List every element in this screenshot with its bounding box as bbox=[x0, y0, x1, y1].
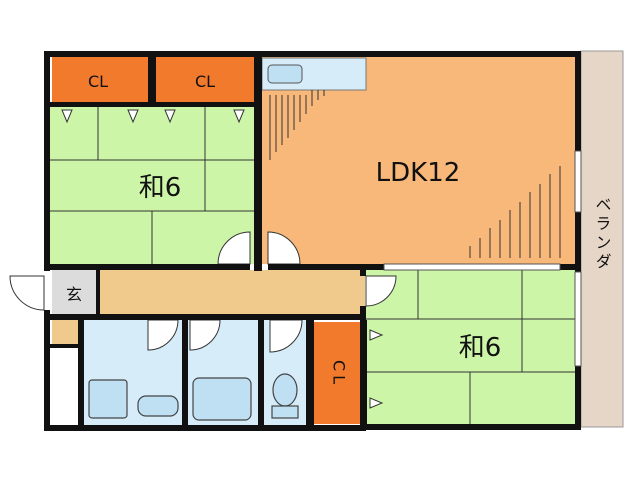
label-closet-vertical: CL bbox=[330, 360, 349, 388]
toilet-tank bbox=[271, 405, 299, 419]
tatami-lines-left bbox=[50, 104, 259, 264]
door-washitsu-left bbox=[217, 231, 251, 265]
toilet-bowl bbox=[272, 373, 298, 407]
door-entrance bbox=[9, 275, 45, 311]
door-swings bbox=[9, 231, 397, 353]
door-bathroom bbox=[189, 319, 221, 351]
washing-machine bbox=[88, 379, 128, 419]
tatami-lines-right bbox=[366, 270, 576, 425]
balcony bbox=[580, 50, 624, 428]
label-ldk: LDK12 bbox=[376, 158, 461, 188]
wash-basin bbox=[137, 395, 179, 417]
door-ldk bbox=[267, 231, 301, 265]
label-washitsu-left: 和6 bbox=[139, 173, 182, 203]
window-frames bbox=[383, 150, 582, 367]
ldk-room bbox=[260, 57, 576, 264]
closet-vertical bbox=[314, 322, 363, 424]
washitsu-right bbox=[366, 270, 576, 425]
kitchen-sink bbox=[267, 64, 303, 84]
door-washitsu-right bbox=[365, 275, 397, 307]
fixtures bbox=[88, 373, 299, 421]
door-washroom bbox=[147, 319, 179, 351]
closet-top-right bbox=[156, 57, 254, 104]
washitsu-left bbox=[50, 104, 259, 264]
ldk-hatch bbox=[269, 90, 561, 258]
closet-top-left bbox=[52, 57, 148, 104]
walls bbox=[44, 51, 581, 431]
label-closet-top-right: CL bbox=[195, 72, 215, 91]
label-entrance: 玄 bbox=[66, 285, 82, 304]
label-closet-top-left: CL bbox=[88, 72, 108, 91]
bathtub bbox=[192, 377, 252, 421]
label-washitsu-right: 和6 bbox=[459, 333, 502, 363]
entrance bbox=[52, 270, 98, 316]
door-toilet bbox=[269, 319, 303, 353]
label-balcony: ベランダ bbox=[593, 196, 612, 272]
corridor bbox=[99, 270, 365, 316]
